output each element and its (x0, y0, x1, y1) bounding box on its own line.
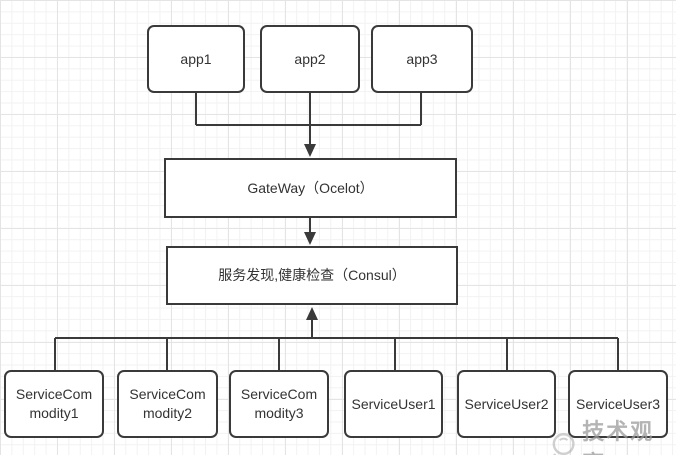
node-discovery-label: 服务发现,健康检查（Consul） (218, 267, 406, 284)
connector-services-to-discovery (54, 320, 619, 370)
node-service-commodity3-label: ServiceCommodity3 (240, 386, 318, 421)
node-service-discovery-consul: 服务发现,健康检查（Consul） (166, 246, 458, 305)
node-service-user3-label: ServiceUser3 (575, 395, 661, 412)
node-gateway-ocelot: GateWay（Ocelot） (164, 158, 457, 218)
node-app1: app1 (147, 25, 245, 93)
node-gateway-label: GateWay（Ocelot） (247, 179, 374, 196)
node-service-commodity3: ServiceCommodity3 (229, 370, 329, 438)
node-service-commodity2-label: ServiceCommodity2 (129, 386, 206, 421)
node-service-commodity1: ServiceCommodity1 (4, 370, 104, 438)
node-app1-label: app1 (180, 50, 212, 67)
node-service-commodity2: ServiceCommodity2 (117, 370, 218, 438)
node-service-user3: ServiceUser3 (568, 370, 668, 438)
node-service-commodity1-label: ServiceCommodity1 (15, 386, 93, 421)
node-service-user1: ServiceUser1 (344, 370, 443, 438)
node-app2-label: app2 (294, 50, 326, 67)
arrowhead-up-discovery (306, 307, 318, 320)
connector-apps-to-gateway (195, 93, 422, 145)
arrowhead-down-discovery (304, 232, 316, 245)
arrowhead-down-gateway (304, 144, 316, 157)
node-service-user1-label: ServiceUser1 (351, 395, 436, 412)
node-service-user2-label: ServiceUser2 (464, 395, 549, 412)
node-service-user2: ServiceUser2 (457, 370, 556, 438)
node-app3-label: app3 (406, 50, 438, 67)
node-app2: app2 (260, 25, 360, 93)
node-app3: app3 (371, 25, 473, 93)
